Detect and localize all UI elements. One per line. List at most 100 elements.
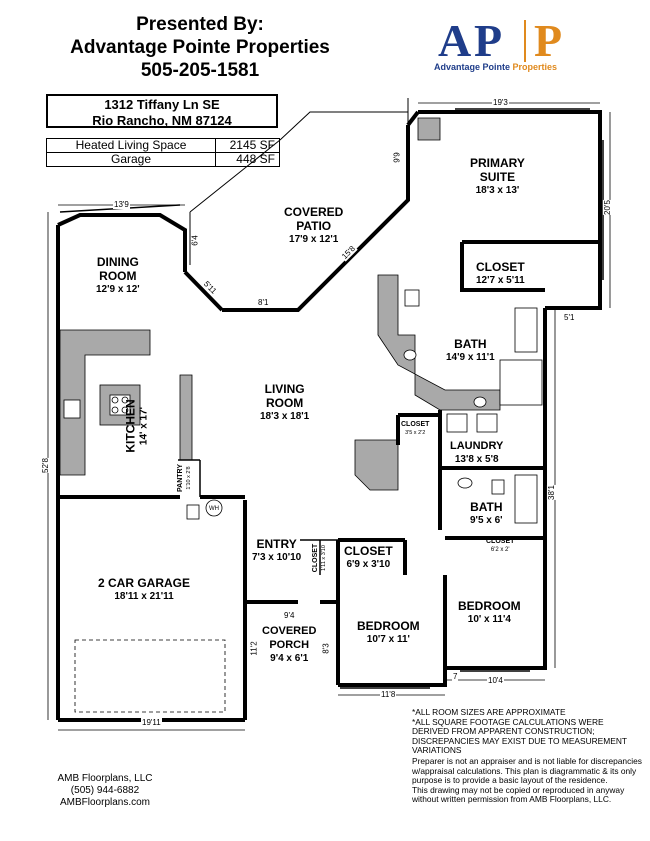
room-dim: 10' x 11'4	[467, 614, 511, 625]
dim-top-dining: 13'9	[113, 200, 130, 209]
room-dining: DINING ROOM 12'9 x 12'	[96, 255, 140, 297]
kitchen-sink	[63, 399, 81, 419]
shower-primary	[514, 307, 538, 353]
room-dim: 1'10 x 2'8	[186, 466, 192, 490]
room-name: SUITE	[479, 170, 516, 184]
wall-dining	[57, 213, 187, 272]
note-line: This drawing may not be copied or reprod…	[412, 784, 625, 805]
room-laundry: LAUNDRY 13'8 x 5'8	[450, 439, 503, 467]
dryer	[476, 413, 498, 433]
credit-phone: (505) 944-6882	[70, 785, 140, 796]
cooktop-burner	[111, 396, 119, 404]
ap-logo: A P P	[438, 14, 568, 66]
room-closet-bed1: CLOSET 6'2 x 2'	[486, 538, 514, 554]
room-closet-primary: CLOSET 12'7 x 5'11	[476, 260, 525, 288]
room-dim: 17'9 x 12'1	[289, 234, 339, 245]
room-covered-patio: COVERED PATIO 17'9 x 12'1	[284, 205, 343, 247]
room-name: 2 CAR GARAGE	[98, 576, 191, 590]
patio-outline	[279, 111, 408, 141]
room-bedroom1: BEDROOM 10' x 11'4	[458, 599, 521, 627]
room-dim: 14'9 x 11'1	[446, 352, 495, 363]
room-entry: ENTRY 7'3 x 10'10	[252, 537, 301, 565]
room-dim: 12'9 x 12'	[96, 284, 140, 295]
room-name: ROOM	[99, 269, 137, 283]
room-pantry: PANTRY 1'10 x 2'8	[177, 464, 193, 492]
room-closet-small: CLOSET 3'5 x 2'2	[401, 421, 429, 437]
credit-company: AMB Floorplans, LLC	[57, 773, 153, 784]
room-dim: 9'5 x 6'	[470, 515, 503, 526]
logo-letter-a: A	[438, 15, 473, 66]
room-name: CLOSET	[401, 421, 430, 428]
cooktop-burner	[121, 396, 129, 404]
sink-primary	[403, 349, 417, 361]
garage-sink	[186, 504, 200, 520]
logo-letter-p-blue: P	[474, 15, 504, 66]
room-dim: 6'2 x 2'	[490, 547, 510, 553]
sqft-label: Garage	[46, 152, 216, 167]
room-name: BEDROOM	[458, 599, 521, 613]
kitchen-wall-counter	[179, 374, 193, 461]
logo-tagline-orange: Properties	[512, 62, 558, 72]
room-name: COVERED	[284, 205, 344, 219]
toilet-primary	[404, 289, 420, 307]
logo-tagline-blue: Advantage Pointe	[434, 62, 511, 72]
fireplace-corner	[417, 117, 441, 141]
address-city: Rio Rancho, NM 87124	[92, 113, 232, 128]
room-name: BEDROOM	[357, 619, 420, 633]
room-name: CLOSET	[476, 260, 525, 274]
logo-letter-p-orange: P	[534, 15, 563, 66]
room-name: BATH	[470, 500, 503, 514]
room-name: LIVING	[264, 382, 305, 396]
room-dim: 18'3 x 13'	[475, 185, 520, 196]
room-name: CLOSET	[312, 543, 320, 573]
room-dim: 13'8 x 5'8	[454, 454, 499, 465]
toilet-bath2	[491, 479, 505, 495]
room-dim: 12'7 x 5'11	[476, 275, 525, 286]
cooktop-burner	[121, 406, 129, 414]
note-line: Preparer is not an appraiser and is not …	[412, 756, 642, 786]
room-name: ENTRY	[256, 537, 297, 551]
wall-dining-bay	[183, 270, 224, 312]
tub-primary	[499, 359, 543, 406]
room-dim: 3'5 x 2'2	[405, 430, 426, 436]
sink-bath2	[457, 477, 473, 489]
dim-bottom-seven: 7	[452, 672, 459, 681]
dim-top-primary: 19'3	[492, 98, 509, 107]
dim-bottom-total: 19'11	[141, 718, 162, 727]
logo-divider	[524, 20, 526, 62]
room-name: DINING	[96, 255, 139, 269]
room-primary-suite: PRIMARY SUITE 18'3 x 13'	[470, 156, 525, 198]
room-name: COVERED	[262, 625, 317, 637]
water-heater	[205, 499, 223, 517]
corner-counter	[354, 439, 399, 491]
room-garage: 2 CAR GARAGE 18'11 x 21'11	[98, 576, 190, 604]
dim-patio-bottom: 8'1	[257, 298, 270, 307]
room-closet-entry: CLOSET 1'11 x 3'10	[312, 544, 328, 572]
wall-primary	[418, 110, 602, 310]
room-bath2: BATH 9'5 x 6'	[470, 500, 503, 528]
room-name: PORCH	[269, 639, 310, 651]
dim-dining-side: 6'4	[190, 235, 200, 246]
presented-by-label: Presented By:	[136, 14, 264, 35]
room-dim: 18'3 x 18'1	[260, 411, 310, 422]
room-dim: 14' x 17'	[138, 406, 150, 446]
company-phone: 505-205-1581	[140, 60, 260, 81]
room-dim: 1'11 x 3'10	[321, 545, 328, 571]
room-name: PATIO	[296, 219, 332, 233]
dim-left-total: 52'8	[40, 458, 50, 473]
patio-outline	[189, 139, 281, 213]
room-closet-mid: CLOSET 6'9 x 3'10	[344, 544, 393, 572]
disclaimer-notes-caps: *ALL ROOM SIZES ARE APPROXIMATE *ALL SQU…	[412, 707, 642, 756]
note-line: *ALL SQUARE FOOTAGE CALCULATIONS WERE DE…	[412, 716, 627, 756]
disclaimer-notes: Preparer is not an appraiser and is not …	[412, 756, 642, 805]
preparer-credit: AMB Floorplans, LLC (505) 944-6882 AMBFl…	[50, 773, 160, 809]
table-row: Garage 448 SF	[46, 152, 280, 167]
room-living: LIVING ROOM 18'3 x 18'1	[260, 382, 309, 424]
room-dim: 7'3 x 10'10	[252, 552, 302, 563]
dim-porch-left: 11'2	[249, 641, 259, 656]
garage-door	[74, 639, 226, 713]
wall-patio	[222, 125, 410, 312]
sink-primary-2	[473, 396, 487, 408]
cooktop-burner	[111, 406, 119, 414]
